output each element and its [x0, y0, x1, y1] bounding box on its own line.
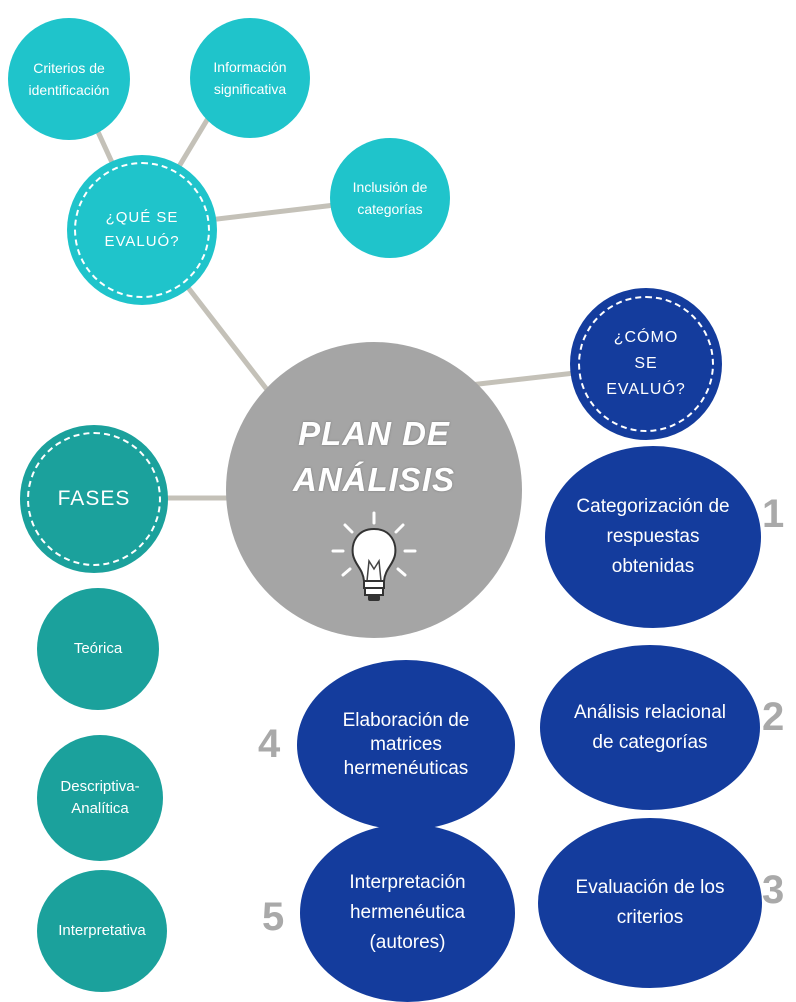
node-label: Descriptiva- Analítica [60, 778, 140, 817]
step-number-3: 3 [762, 868, 785, 912]
node-como-se-evaluo: ¿CÓMO SE EVALUÓ? [570, 288, 722, 440]
node-label: FASES [57, 487, 131, 510]
lightbulb-icon [331, 511, 417, 601]
node-label: Elaboración de matrices hermenéuticas [342, 710, 470, 779]
step-number-2: 2 [762, 695, 785, 739]
node-fase-descriptiva-analitica: Descriptiva- Analítica [37, 735, 163, 861]
node-step-4: Elaboración de matrices hermenéuticas [297, 660, 515, 830]
node-label: Análisis relacional de categorías [573, 701, 727, 753]
node-inclusion-categorias: Inclusión de categorías [330, 138, 450, 258]
node-step-2: Análisis relacional de categorías [540, 645, 760, 810]
node-informacion-significativa: Información significativa [190, 18, 310, 138]
step-number-5: 5 [262, 895, 285, 939]
node-criterios-identificacion: Criterios de identificación [8, 18, 130, 140]
node-label: Interpretación hermenéutica (autores) [349, 872, 466, 953]
step-number-4: 4 [258, 722, 281, 766]
node-step-5: Interpretación hermenéutica (autores) [300, 824, 515, 1002]
node-label: Teórica [73, 640, 123, 657]
node-fase-teorica: Teórica [37, 588, 159, 710]
node-label: Inclusión de categorías [352, 179, 428, 217]
center-title: PLAN DE ANÁLISIS [292, 415, 455, 498]
node-que-se-evaluo: ¿QUÉ SE EVALUÓ? [67, 155, 217, 305]
node-step-3: Evaluación de los criterios [538, 818, 762, 988]
node-fase-interpretativa: Interpretativa [37, 870, 167, 992]
node-plan-de-analisis: PLAN DE ANÁLISIS [226, 342, 522, 638]
step-number-1: 1 [762, 492, 785, 536]
node-step-1: Categorización de respuestas obtenidas [545, 446, 761, 628]
node-label: Evaluación de los criterios [575, 877, 725, 928]
node-label: Información significativa [213, 59, 287, 97]
node-fases: FASES [20, 425, 168, 573]
node-label: ¿CÓMO SE EVALUÓ? [606, 329, 686, 398]
node-label: Categorización de respuestas obtenidas [576, 496, 730, 577]
node-label: Criterios de identificación [28, 60, 110, 98]
node-label: Interpretativa [58, 922, 146, 939]
node-label: ¿QUÉ SE EVALUÓ? [104, 209, 180, 250]
